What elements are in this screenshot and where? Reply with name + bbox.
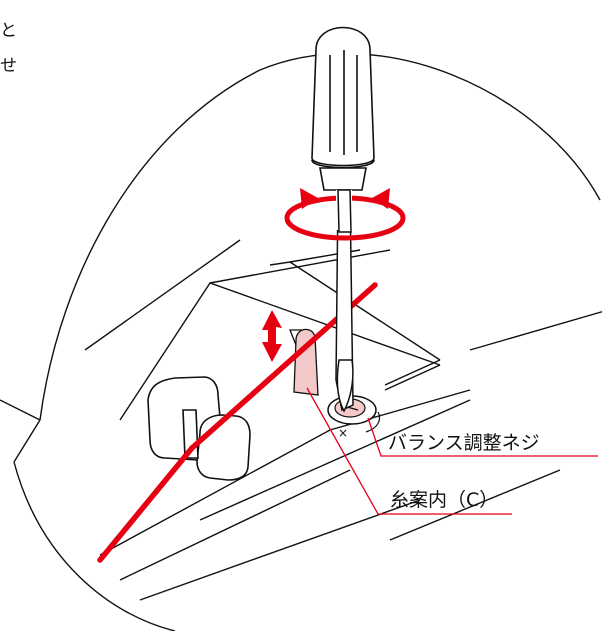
- tension-block: [147, 376, 251, 481]
- screwdriver-icon: [311, 26, 375, 191]
- rotation-arrows-icon: [284, 188, 406, 241]
- label-thread-guide-c: 糸案内（C）: [390, 489, 498, 511]
- plus-arrow-icon: [365, 411, 381, 433]
- thread-guide-c: [289, 328, 319, 396]
- minus-mark: ×: [338, 426, 348, 440]
- label-balance-screw: バランス調整ネジ: [388, 432, 540, 454]
- screwdriver-shaft: [335, 189, 354, 413]
- up-down-arrow-icon: [262, 310, 282, 362]
- corner-text-1: と: [0, 21, 17, 41]
- leader-lines: [306, 387, 598, 515]
- corner-text-2: せ: [0, 56, 17, 76]
- magnifier-bubble: [0, 52, 601, 631]
